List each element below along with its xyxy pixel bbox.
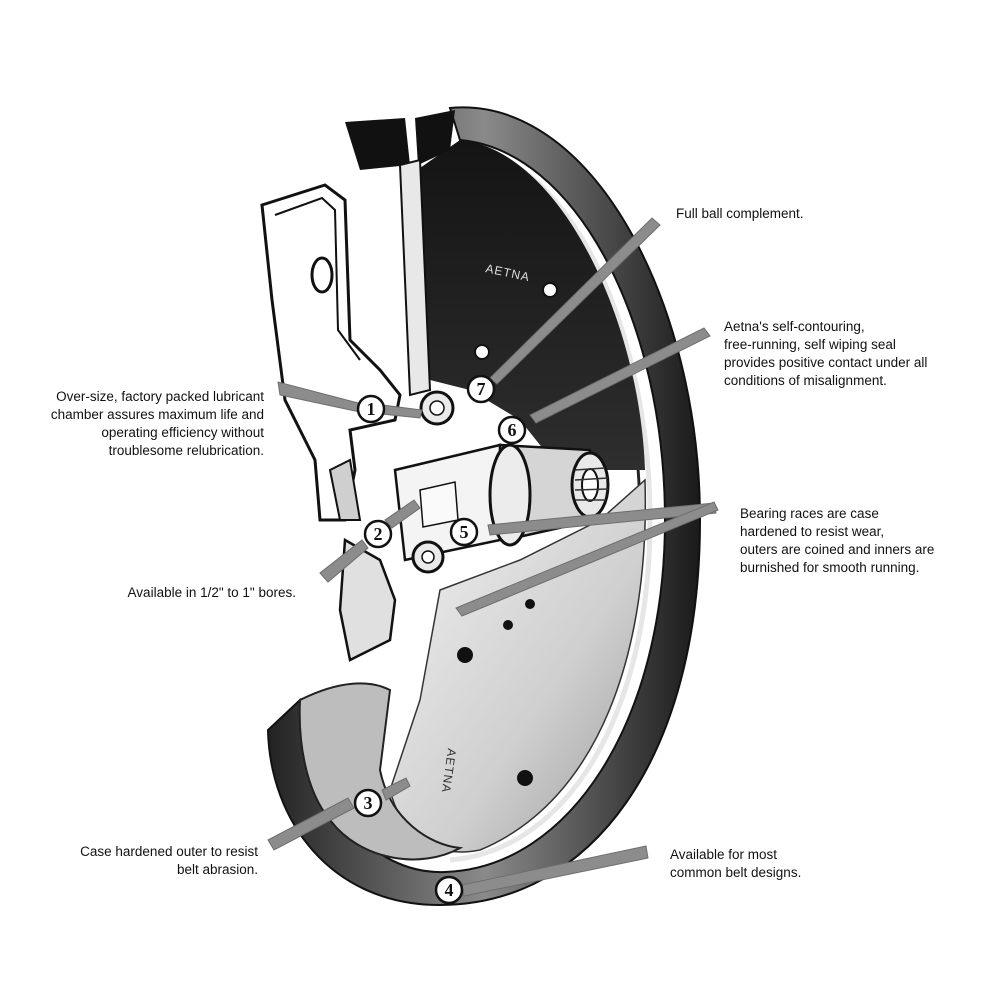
callout-7-text: Full ball complement.: [676, 206, 804, 221]
marker-5-label: 5: [460, 522, 469, 542]
marker-1: 1: [356, 394, 386, 424]
leader-line-7: [489, 217, 661, 385]
leader-line-5b: [455, 501, 719, 617]
bearing-hub: [393, 443, 610, 562]
marker-6: 6: [497, 415, 527, 445]
leader-line-2b: [384, 499, 421, 529]
marker-3-label: 3: [364, 793, 373, 813]
bolt-hole: [542, 282, 558, 298]
callout-4-text: Available for most common belt designs.: [670, 847, 802, 880]
leader-line-6: [529, 327, 711, 424]
marker-5: 5: [449, 517, 479, 547]
marker-4: 4: [434, 875, 464, 905]
leader-line-2: [319, 539, 369, 583]
marker-4-label: 4: [445, 880, 454, 900]
callout-2-text: Available in 1/2" to 1" bores.: [127, 585, 296, 600]
leader-line-3: [267, 797, 355, 851]
marker-1-label: 1: [367, 399, 376, 419]
pulley-bolt-holes: [457, 282, 558, 786]
leader-lines: [267, 217, 719, 897]
brand-mark-lower: AETNA: [439, 748, 459, 795]
leader-line-5: [487, 502, 717, 536]
callout-1-text: Over-size, factory packed lubricant cham…: [50, 389, 264, 458]
callout-6-text: Aetna's self-contouring, free-running, s…: [724, 319, 928, 388]
marker-7: 7: [466, 374, 496, 404]
leader-line-4: [461, 845, 649, 897]
marker-2: 2: [363, 519, 393, 549]
bolt-hole: [503, 620, 513, 630]
bolt-hole: [457, 647, 473, 663]
pulley-cutaway-top: [345, 110, 455, 397]
mounting-bracket: [260, 183, 402, 522]
leader-line-3b: [381, 777, 411, 801]
ball-bearings: [411, 390, 455, 574]
bolt-hole: [525, 599, 535, 609]
lower-flange: [328, 458, 397, 662]
marker-7-label: 7: [477, 379, 486, 399]
callout-markers: 1 2 3 4 5 6 7: [353, 374, 527, 905]
marker-2-label: 2: [374, 524, 383, 544]
bolt-hole: [517, 770, 533, 786]
marker-6-label: 6: [508, 420, 517, 440]
bolt-hole: [474, 344, 490, 360]
callout-3-text: Case hardened outer to resist belt abras…: [80, 844, 258, 877]
callout-5-text: Bearing races are case hardened to resis…: [740, 506, 935, 575]
marker-3: 3: [353, 788, 383, 818]
